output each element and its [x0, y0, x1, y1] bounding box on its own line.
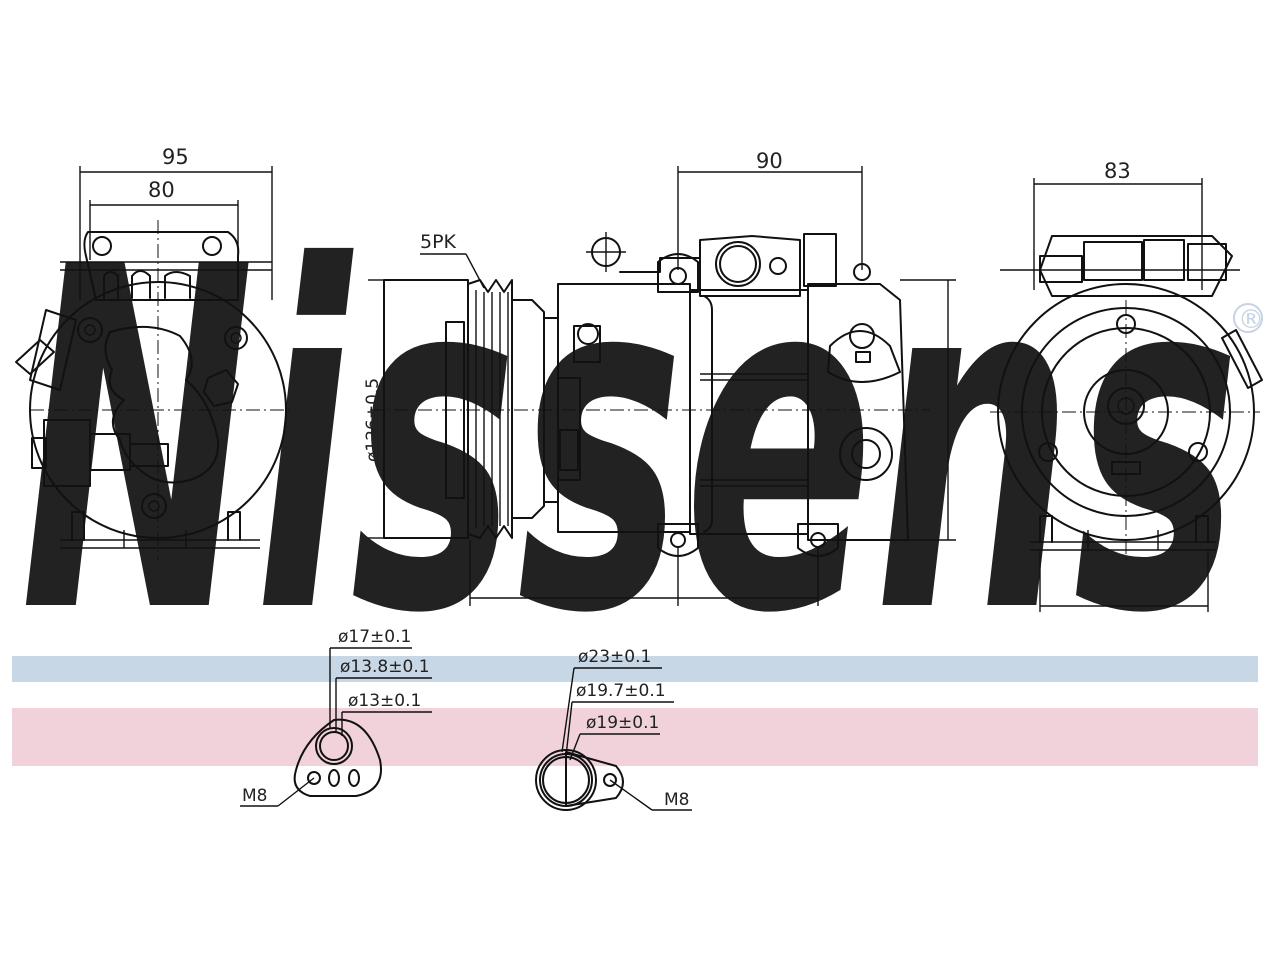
dim-pulley-122: ø122±0.5 [391, 378, 411, 462]
dim-left-95: 95 [162, 145, 189, 169]
dim-side-69: 69 [736, 572, 761, 596]
fitting-detail-right: ø23±0.1 ø19.7±0.1 ø19±0.1 M8 [535, 647, 692, 811]
watermark-band-pink [12, 708, 1258, 766]
left-end-view: 95 80 [15, 145, 290, 560]
fitting-left-d17: ø17±0.1 [338, 627, 411, 647]
fitting-right-d19: ø19±0.1 [586, 713, 659, 733]
dim-right-2-83: 2-83 [1092, 581, 1137, 605]
registered-mark-ring [1233, 303, 1263, 333]
belt-label-5pk: 5PK [420, 231, 457, 253]
dim-right-83: 83 [1104, 159, 1131, 183]
dim-side-90: 90 [756, 149, 783, 173]
right-end-view: 83 2-83 [990, 159, 1263, 612]
dim-side-100: 100±0.3 [536, 575, 614, 596]
dim-pulley-126: ø126±0.5 [363, 378, 383, 462]
registered-mark: ® [1238, 305, 1264, 335]
watermark-brand: Nissens [20, 169, 1240, 716]
side-view: 5PK 90 ø126±0.5 ø122±0.5 [363, 149, 956, 606]
fitting-left-d13-8: ø13.8±0.1 [340, 657, 430, 677]
fitting-detail-left: ø17±0.1 ø13.8±0.1 ø13±0.1 M8 [240, 627, 432, 807]
fitting-left-m8: M8 [242, 786, 267, 806]
fitting-left-d13: ø13±0.1 [348, 691, 421, 711]
dim-side-127-8: 127.8 [927, 386, 949, 440]
watermark-band-blue [12, 656, 1258, 682]
watermark: Nissens ® [12, 169, 1264, 766]
fitting-right-d23: ø23±0.1 [578, 647, 651, 667]
dim-left-80: 80 [148, 178, 175, 202]
fitting-right-m8: M8 [664, 790, 689, 810]
fitting-right-d19-7: ø19.7±0.1 [576, 681, 666, 701]
